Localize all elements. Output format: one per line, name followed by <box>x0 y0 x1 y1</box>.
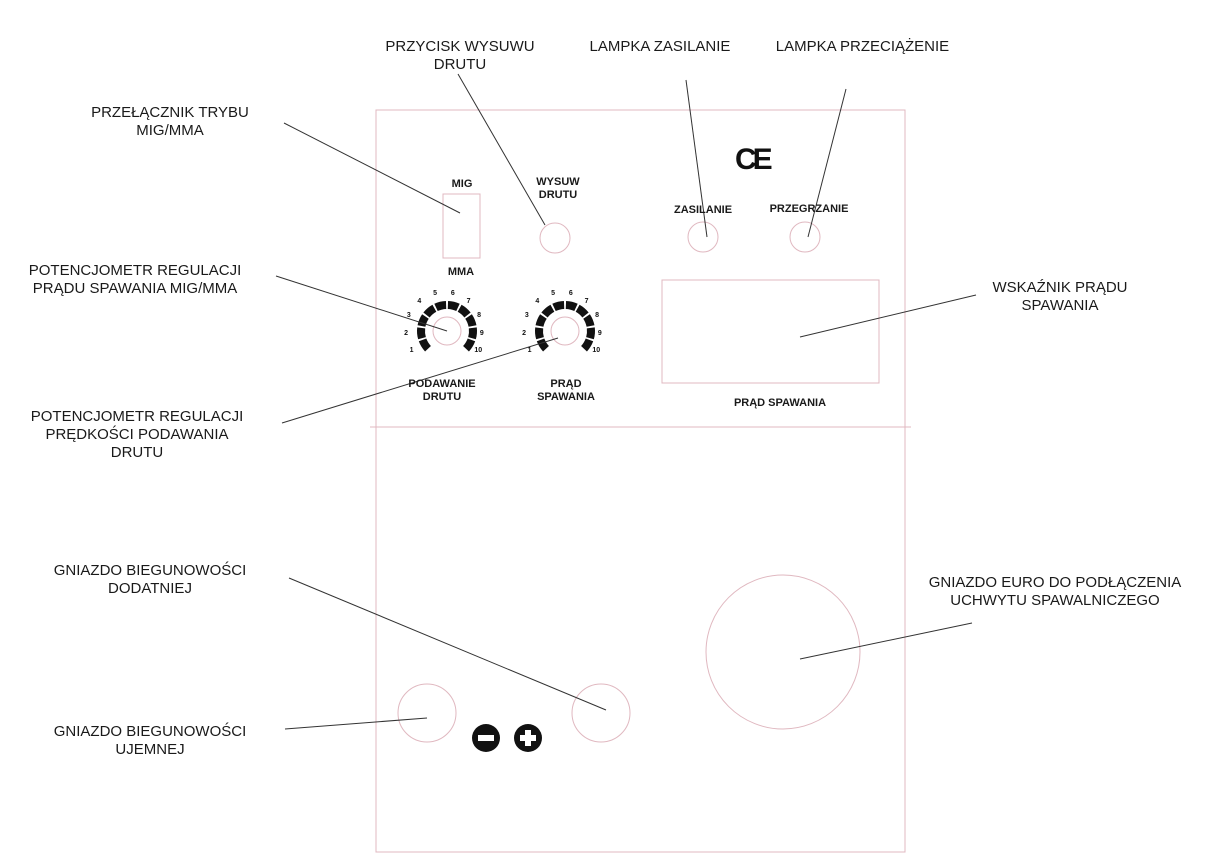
knob-scale-segment <box>417 327 426 340</box>
power-lamp <box>687 221 719 253</box>
leader-lines <box>275 73 977 730</box>
leader-positive-socket <box>288 577 607 711</box>
current-display <box>661 279 880 384</box>
knob-scale-segment <box>583 314 595 327</box>
knob-tick-label: 5 <box>433 290 438 298</box>
knob-tick-label: 2 <box>404 329 409 337</box>
leader-wire-button <box>457 73 546 226</box>
knob-scale-segment <box>541 304 555 318</box>
knob-tick-label: 7 <box>584 298 589 306</box>
leader-overload-lamp <box>807 88 847 238</box>
knob-tick-label: 4 <box>417 298 422 306</box>
wire-speed-knob[interactable] <box>432 316 462 346</box>
callout-negative-socket: GNIAZDO BIEGUNOWOŚCI UJEMNEJ <box>53 723 247 758</box>
knob-scale-segment <box>417 314 429 327</box>
callout-speed-pot: POTENCJOMETR REGULACJI PRĘDKOŚCI PODAWAN… <box>30 408 244 461</box>
switch-mig-label: MIG <box>451 178 473 190</box>
knob-current-label: PRĄD SPAWANIA <box>537 378 595 403</box>
negative-socket <box>397 683 457 743</box>
overheat-lamp <box>789 221 821 253</box>
knob-scale-segment <box>434 301 447 312</box>
knob-tick-label: 9 <box>479 329 484 337</box>
knob-tick-label: 8 <box>595 312 599 320</box>
euro-socket <box>705 574 861 730</box>
knob-tick-label: 6 <box>450 290 455 298</box>
callout-current-pot: POTENCJOMETR REGULACJI PRĄDU SPAWANIA MI… <box>28 262 242 297</box>
mode-switch[interactable] <box>442 193 481 259</box>
knob-tick-label: 1 <box>527 346 532 354</box>
leader-mode-switch <box>283 122 461 214</box>
overheat-lamp-label: PRZEGRZANIE <box>769 203 849 215</box>
knob-tick-label: 10 <box>592 346 601 354</box>
knob-tick-label: 1 <box>409 346 414 354</box>
current-knob-scale <box>535 301 595 352</box>
knob-tick-label: 3 <box>524 312 529 320</box>
knob-tick-label: 7 <box>466 298 471 306</box>
knob-tick-label: 8 <box>477 312 481 320</box>
callout-overload-lamp: LAMPKA PRZECIĄŻENIE <box>775 38 950 55</box>
knob-wire-label: PODAWANIE DRUTU <box>408 378 476 403</box>
knob-scale-segment <box>536 338 549 352</box>
knob-tick-label: 3 <box>406 312 411 320</box>
knob-scale-segment <box>586 327 595 340</box>
knob-scale-segment <box>468 327 478 340</box>
power-lamp-label: ZASILANIE <box>673 204 733 216</box>
knob-scale-segment <box>581 338 594 352</box>
knob-scale-segment <box>565 301 578 312</box>
knob-scale-segment <box>418 338 431 352</box>
switch-mma-label: MMA <box>447 266 475 278</box>
knob-tick-label: 4 <box>535 298 540 306</box>
knob-scale-segment <box>463 338 476 352</box>
callout-euro-socket: GNIAZDO EURO DO PODŁĄCZENIA UCHWYTU SPAW… <box>928 574 1182 609</box>
knob-scale-segment <box>575 304 589 318</box>
leader-display <box>799 294 977 338</box>
knob-scale-segment <box>423 304 437 318</box>
knob-tick-label: 6 <box>568 290 573 298</box>
leader-current-pot <box>275 275 448 332</box>
knob-scale-segment <box>465 314 477 327</box>
wire-feed-button-label: WYSUW DRUTU <box>536 176 580 201</box>
ce-mark: CE <box>735 143 773 176</box>
knob-scale-segment <box>457 304 471 318</box>
wire-feed-button[interactable] <box>539 222 571 254</box>
leader-power-lamp <box>685 79 708 238</box>
callout-mode-switch: PRZEŁĄCZNIK TRYBU MIG/MMA <box>91 104 249 139</box>
knob-scale-segment <box>535 314 547 327</box>
panel-outline <box>375 109 906 853</box>
leader-euro-socket <box>799 622 973 660</box>
callout-power-lamp: LAMPKA ZASILANIE <box>589 38 731 55</box>
knob-tick-label: 2 <box>522 329 527 337</box>
knob-tick-label: 9 <box>597 329 602 337</box>
callout-wire-button: PRZYCISK WYSUWU DRUTU <box>385 38 535 73</box>
display-label: PRĄD SPAWANIA <box>733 397 827 409</box>
knob-scale-segment <box>535 327 544 340</box>
current-knob[interactable] <box>550 316 580 346</box>
wire-speed-knob-scale <box>417 301 478 352</box>
callout-current-display: WSKAŹNIK PRĄDU SPAWANIA <box>992 279 1128 314</box>
leader-negative-socket <box>284 717 428 730</box>
leader-speed-pot <box>281 337 559 424</box>
callout-positive-socket: GNIAZDO BIEGUNOWOŚCI DODATNIEJ <box>53 562 247 597</box>
positive-socket <box>571 683 631 743</box>
knob-scale-segment <box>552 301 565 312</box>
knob-tick-label: 10 <box>474 346 483 354</box>
knob-scale-segment <box>447 301 460 312</box>
knob-tick-label: 5 <box>551 290 556 298</box>
